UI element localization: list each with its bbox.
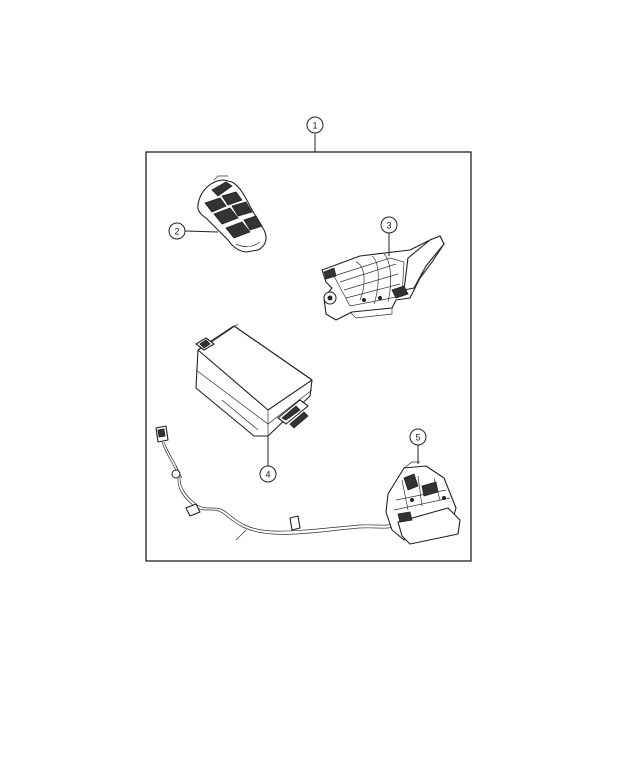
callout-4-label: 4 [265, 470, 270, 480]
latch-mechanism-part [321, 235, 445, 321]
control-module-part [195, 323, 313, 437]
callout-2[interactable]: 2 [168, 222, 219, 240]
callout-4[interactable]: 4 [259, 436, 277, 483]
callout-1[interactable]: 1 [306, 116, 324, 152]
bracket-module-part [385, 461, 461, 545]
callout-3-label: 3 [386, 221, 391, 231]
callout-3[interactable]: 3 [380, 216, 398, 256]
callout-5[interactable]: 5 [409, 428, 427, 464]
kit-frame [145, 151, 472, 562]
wiring-harness-part [155, 425, 397, 541]
callout-2-label: 2 [174, 227, 179, 237]
callout-5-label: 5 [415, 433, 420, 443]
callout-1-label: 1 [312, 121, 317, 131]
key-fob-part [197, 175, 267, 253]
